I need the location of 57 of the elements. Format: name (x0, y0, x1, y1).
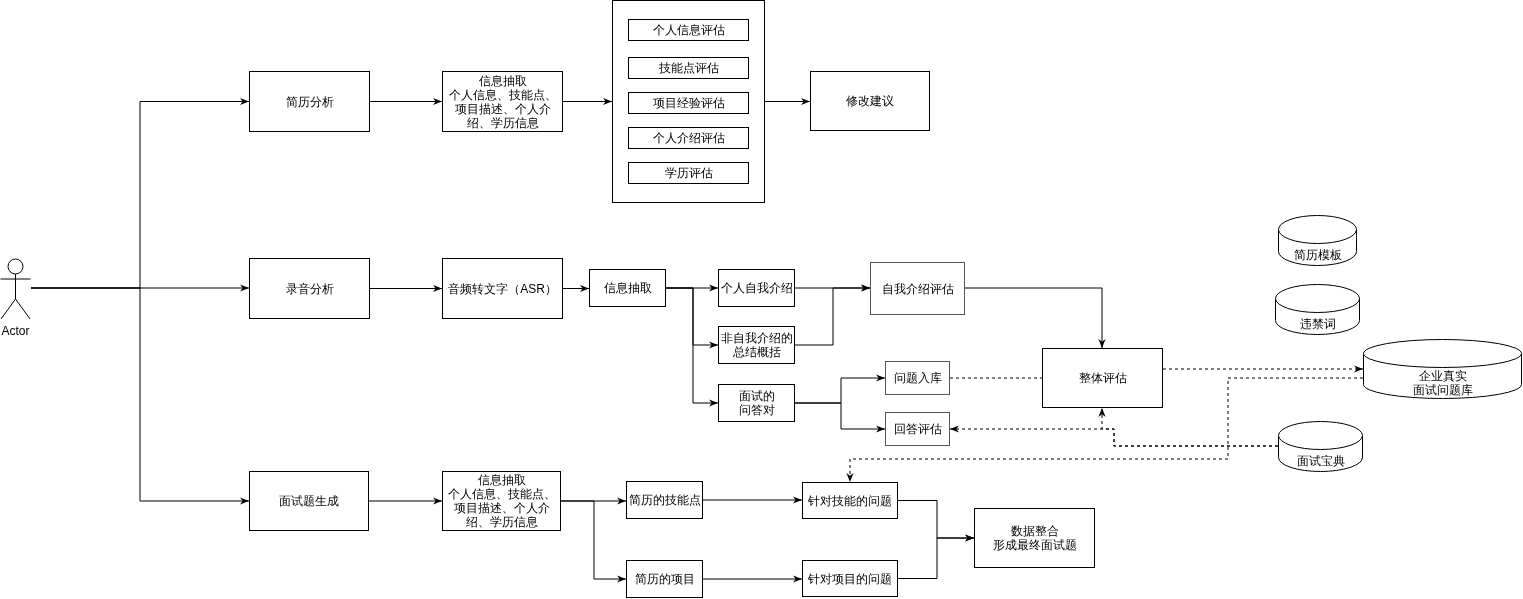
process-box: 非自我介绍的总结概括 (718, 326, 795, 364)
arrow (897, 534, 975, 579)
arrow (368, 497, 443, 505)
dashed-arrow (1162, 365, 1364, 373)
process-box: 自我介绍评估 (870, 262, 965, 315)
label-text: 数据整合 (1010, 524, 1059, 538)
arrow (964, 287, 1106, 349)
arrow (665, 287, 719, 407)
dashed-arrow (1098, 407, 1279, 447)
process-box: 整体评估 (1042, 348, 1163, 408)
actor-label: Actor (1, 324, 30, 338)
process-box (442, 71, 563, 132)
process-box: 面试的问答对 (718, 384, 795, 422)
dashed-line (949, 377, 1043, 379)
group-box (612, 0, 765, 203)
process-box: 个人信息评估 (628, 19, 749, 41)
process-box: 简历的技能点 (626, 481, 703, 519)
arrow (369, 97, 443, 106)
process-box: 技能点评估 (628, 57, 749, 79)
arrow (794, 284, 871, 346)
database-label: 面试问题库 (1412, 383, 1473, 397)
arrow (562, 284, 590, 293)
label-text: 形成最终面试题 (992, 538, 1077, 552)
arrow (560, 500, 627, 583)
process-box: 个人介绍评估 (628, 127, 749, 149)
dashed-arrow (846, 377, 1364, 483)
process-box: 信息抽取 (589, 269, 666, 307)
process-box: 回答评估 (885, 412, 950, 446)
process-box: 学历评估 (628, 162, 749, 184)
process-box: 录音分析 (249, 258, 370, 319)
arrow (369, 284, 443, 293)
process-box: 简历分析 (249, 71, 370, 132)
label-text: 个人信息、技能点、项目描述、个人介绍、学历信息 (447, 87, 558, 130)
process-box: 个人自我介绍 (718, 269, 795, 307)
database-label: 企业真实 (1418, 369, 1467, 383)
arrow (794, 402, 886, 433)
process-box: 项目经验评估 (628, 92, 749, 114)
process-box: 修改建议 (810, 71, 930, 131)
process-box (442, 471, 561, 531)
process-box: 针对技能的问题 (802, 482, 898, 519)
process-box: 针对项目的问题 (802, 560, 898, 597)
label-text: 信息抽取 (478, 73, 527, 88)
database-label: 简历模板 (1293, 247, 1342, 262)
label-text: 信息抽取 (477, 473, 526, 487)
process-box: 问题入库 (885, 361, 950, 395)
arrow (702, 575, 803, 583)
arrow (562, 97, 613, 106)
process-box (974, 508, 1095, 568)
arrow (764, 97, 811, 106)
database-label: 违禁词 (1299, 316, 1336, 331)
arrow (702, 496, 803, 504)
label-text: 个人信息、技能点、项目描述、个人介绍、学历信息 (446, 487, 557, 529)
process-box: 面试题生成 (249, 471, 369, 531)
process-box: 音频转文字（ASR） (442, 258, 563, 319)
database-label: 面试宝典 (1296, 453, 1345, 468)
process-box: 简历的项目 (626, 560, 703, 598)
arrow (30, 287, 250, 505)
